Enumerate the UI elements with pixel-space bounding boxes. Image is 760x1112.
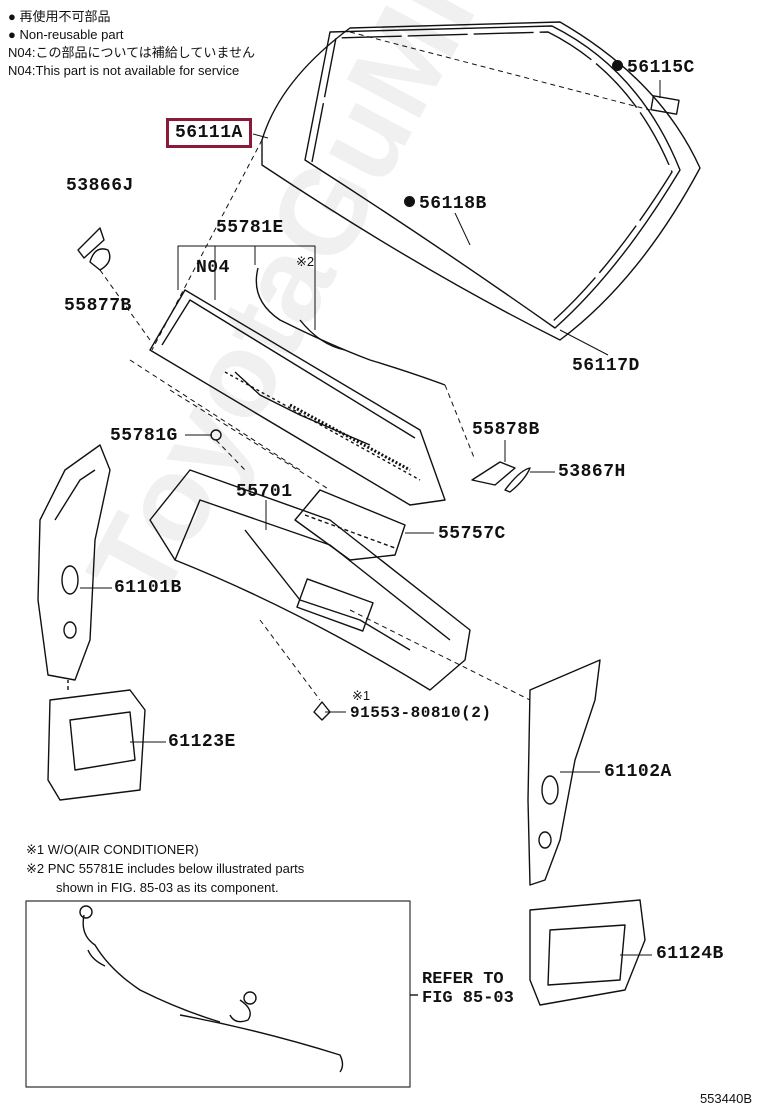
part-number: 56118B bbox=[419, 194, 487, 214]
ref-mark-1: ※1 bbox=[352, 688, 371, 703]
footnotes: ※1 W/O(AIR CONDITIONER) ※2 PNC 55781E in… bbox=[26, 840, 304, 897]
refer-line-2: FIG 85-03 bbox=[422, 989, 514, 1008]
legend-non-reusable-jp: 再使用不可部品 bbox=[19, 9, 111, 24]
footnote-2-continued: shown in FIG. 85-03 as its component. bbox=[56, 880, 279, 895]
part-label-56118B[interactable]: 56118B bbox=[404, 194, 487, 214]
cowl-panel bbox=[149, 289, 446, 506]
footnote-1: ※1 W/O(AIR CONDITIONER) bbox=[26, 842, 199, 857]
left-pillar bbox=[37, 444, 111, 681]
part-label-61102A[interactable]: 61102A bbox=[604, 762, 672, 782]
legend-non-reusable: ● 再使用不可部品 bbox=[8, 8, 255, 26]
part-label-56115C[interactable]: 56115C bbox=[612, 58, 695, 78]
part-label-61124B[interactable]: 61124B bbox=[656, 944, 724, 964]
ref-mark-2: ※2 bbox=[296, 254, 315, 269]
part-label-55781G[interactable]: 55781G bbox=[110, 426, 178, 446]
part-label-N04[interactable]: N04 bbox=[196, 258, 230, 278]
part-label-56117D[interactable]: 56117D bbox=[572, 356, 640, 376]
part-number: 56115C bbox=[627, 58, 695, 78]
non-reusable-dot-icon bbox=[404, 196, 415, 207]
diagram-id: 553440B bbox=[699, 1091, 752, 1106]
part-label-91553[interactable]: 91553-80810(2) bbox=[350, 704, 492, 722]
legend-notes: ● 再使用不可部品 ● Non-reusable part N04:この部品につ… bbox=[8, 8, 255, 80]
legend-n04-jp: N04:この部品については補給していません bbox=[8, 45, 256, 60]
right-pillar bbox=[527, 659, 601, 886]
legend-non-reusable-en: Non-reusable part bbox=[19, 27, 124, 42]
windshield-glass bbox=[261, 21, 701, 341]
legend-n04-en: N04:This part is not available for servi… bbox=[8, 63, 240, 78]
part-label-53867H[interactable]: 53867H bbox=[558, 462, 626, 482]
part-label-61101B[interactable]: 61101B bbox=[114, 578, 182, 598]
part-label-55877B[interactable]: 55877B bbox=[64, 296, 132, 316]
dash-panel bbox=[149, 469, 471, 691]
part-label-55781E[interactable]: 55781E bbox=[216, 218, 284, 238]
part-label-55878B[interactable]: 55878B bbox=[472, 420, 540, 440]
refer-to-figure[interactable]: REFER TO FIG 85-03 bbox=[422, 970, 514, 1008]
non-reusable-dot-icon bbox=[612, 60, 623, 71]
bullet-icon: ● bbox=[8, 27, 20, 42]
part-label-53866J[interactable]: 53866J bbox=[66, 176, 134, 196]
legend-non-reusable-en-row: ● Non-reusable part bbox=[8, 26, 255, 44]
part-label-56111A[interactable]: 56111A bbox=[166, 118, 252, 148]
part-label-55757C[interactable]: 55757C bbox=[438, 524, 506, 544]
footnote-2: ※2 PNC 55781E includes below illustrated… bbox=[26, 861, 305, 876]
part-label-55701[interactable]: 55701 bbox=[236, 482, 293, 502]
refer-line-1: REFER TO bbox=[422, 970, 504, 989]
bullet-icon: ● bbox=[8, 9, 20, 24]
part-label-61123E[interactable]: 61123E bbox=[168, 732, 236, 752]
